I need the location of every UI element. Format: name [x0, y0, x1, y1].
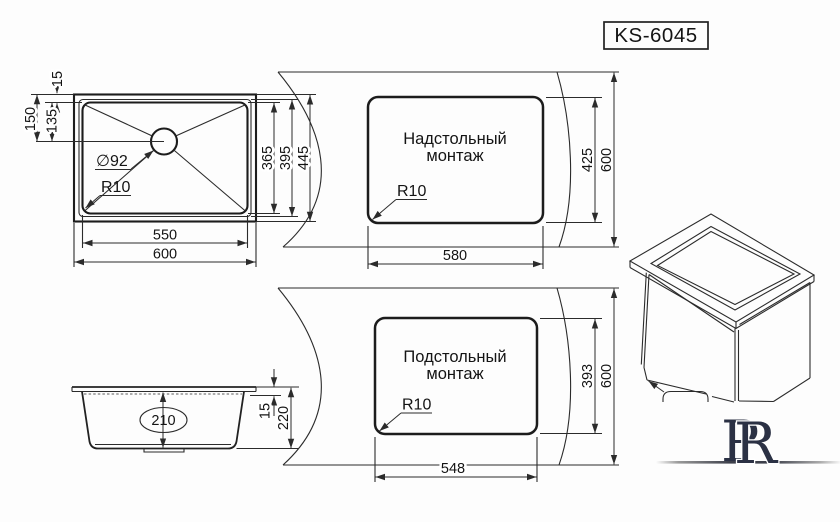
undermount-break-right — [556, 287, 572, 466]
plan-outer-rect — [72, 93, 258, 223]
undermount-break-left — [277, 287, 322, 466]
plan-dim-center-inner-label: 135 — [45, 109, 61, 133]
plan-view: 15 150 135 365 395 445 550 600 ∅92 R10 — [21, 68, 316, 267]
topmount-radius-leader — [372, 199, 397, 220]
plan-dim-inner-depth-label: 365 — [260, 146, 276, 170]
iso-callout-clipped — [662, 390, 709, 402]
undermount-title-line1: Подстольный — [403, 348, 506, 366]
iso-rim-thickness — [629, 261, 815, 330]
plan-dim-rim-label: 15 — [50, 71, 66, 87]
plan-dim-overall-depth-label: 445 — [296, 146, 312, 170]
topmount-title-line2: монтаж — [426, 147, 483, 165]
model-label: KS-6045 — [603, 21, 709, 50]
plan-radius-leader — [85, 195, 101, 209]
topmount-view: Надстольный монтаж R10 425 600 580 — [277, 71, 619, 269]
undermount-dim-cutout-width-label: 548 — [441, 461, 465, 477]
side-dim-bowl-depth-label: 210 — [151, 413, 175, 429]
undermount-radius-leader — [379, 412, 402, 432]
topmount-cutout — [366, 95, 545, 225]
iso-front-corner-edge — [734, 328, 740, 401]
topmount-radius-label: R10 — [397, 183, 426, 200]
side-drain-stub — [143, 448, 185, 453]
side-dim-overall-height-label: 220 — [276, 406, 292, 430]
undermount-dim-counter-depth-label: 600 — [599, 364, 615, 388]
undermount-dim-cutout-depth-label: 393 — [580, 364, 596, 388]
drain-leader-arrow — [130, 150, 154, 170]
plan-extension-lines — [31, 93, 316, 267]
model-label-box — [603, 21, 709, 50]
plan-bowl-rect — [81, 101, 249, 215]
logo-letter-r: R — [734, 411, 779, 477]
iso-rim-inner1 — [649, 225, 802, 311]
plan-dim-inner-width-label: 550 — [153, 228, 177, 244]
logo: P R — [656, 409, 840, 478]
iso-rim-outer — [628, 213, 816, 323]
side-rim-band — [71, 387, 257, 393]
side-view: 210 15 220 — [71, 369, 299, 453]
topmount-dim-cutout-depth-label: 425 — [580, 148, 596, 172]
iso-right-wall — [738, 282, 811, 403]
side-body-outline — [81, 391, 245, 450]
topmount-break-right — [556, 71, 572, 248]
model-label-text: KS-6045 — [614, 24, 697, 47]
topmount-dim-counter-depth-label: 600 — [599, 148, 615, 172]
undermount-title-line2: монтаж — [426, 365, 483, 383]
isometric-view — [628, 213, 816, 403]
logo-underline — [656, 461, 840, 464]
undermount-extension-lines — [374, 317, 602, 482]
topmount-break-left — [277, 71, 322, 248]
side-extension-lines — [236, 386, 299, 450]
iso-rim-inner2 — [656, 230, 796, 306]
side-dim-rim-height-label: 15 — [258, 403, 274, 419]
plan-dim-overall-width-label: 600 — [153, 247, 177, 263]
depth-bubble — [139, 406, 188, 434]
plan-dim-center-outer-label: 150 — [23, 107, 39, 131]
iso-left-wall — [640, 272, 735, 403]
undermount-view: Подстольный монтаж R10 393 600 548 — [277, 287, 619, 482]
undermount-radius-label: R10 — [402, 397, 431, 414]
plan-flange-rect — [78, 98, 252, 218]
topmount-title-line1: Надстольный — [403, 130, 507, 148]
iso-corner-leader-arrow — [648, 380, 665, 393]
drain-diameter-label: ∅92 — [96, 153, 128, 170]
bowl-diagonals — [83, 103, 247, 212]
topmount-counter-edges — [278, 71, 619, 248]
topmount-dim-cutout-width-label: 580 — [443, 248, 467, 264]
plan-dim-flange-depth-label: 395 — [278, 146, 294, 170]
plan-radius-label: R10 — [101, 179, 130, 196]
undermount-counter-edges — [278, 287, 619, 466]
undermount-cutout — [373, 316, 539, 436]
topmount-extension-lines — [367, 96, 602, 269]
logo-letter-p: P — [721, 409, 759, 475]
